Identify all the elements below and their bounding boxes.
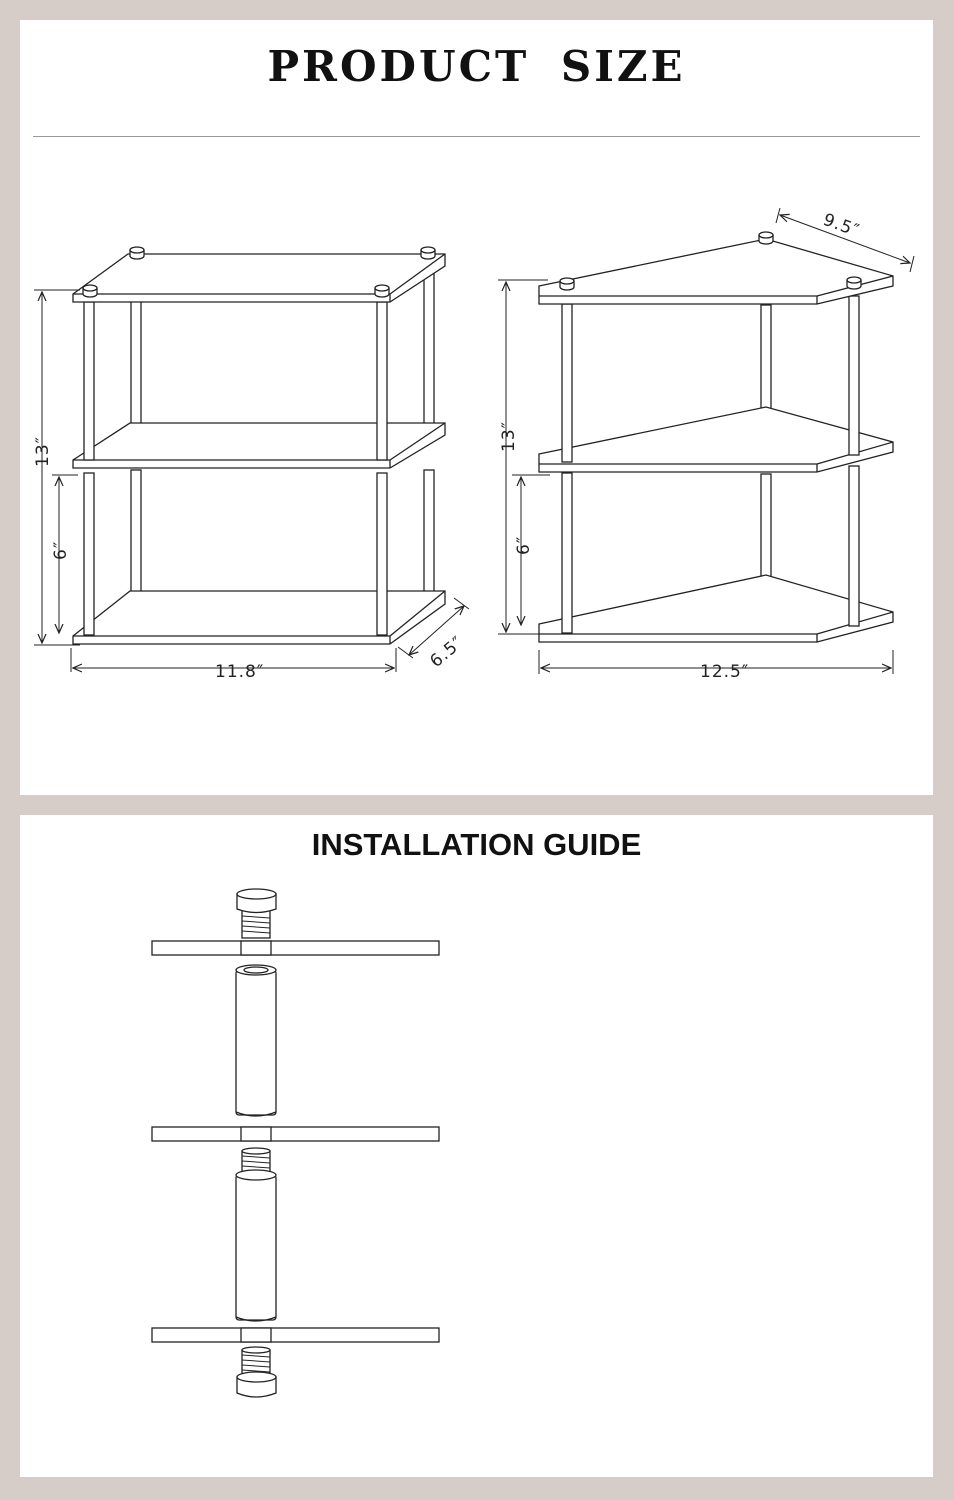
- rectangular-shelf-dimensions: [34, 289, 470, 672]
- top-shelf: [538, 238, 894, 305]
- corner-height-label: 13″: [499, 421, 519, 452]
- bottom-shelf: [72, 590, 446, 645]
- product-size-title: PRODUCT SIZE: [267, 42, 686, 91]
- corner-width-label: 12.5″: [700, 662, 749, 682]
- installation-guide-title: INSTALLATION GUIDE: [311, 827, 642, 862]
- rear-post: [130, 469, 142, 599]
- front-post: [376, 472, 388, 636]
- shelf-board: [151, 940, 440, 956]
- front-post: [561, 303, 573, 463]
- rectangular-shelf-drawing: [72, 246, 446, 645]
- rect-gap-label: 6″: [51, 541, 71, 560]
- threaded-tube: [235, 1147, 277, 1322]
- connector-tube: [235, 964, 277, 1117]
- rear-post: [423, 469, 435, 599]
- corner-gap-label: 6″: [514, 536, 534, 555]
- installation-guide-panel: INSTALLATION GUIDE: [20, 815, 933, 1477]
- bottom-foot-screw: [236, 1346, 277, 1398]
- rear-post: [423, 259, 435, 428]
- front-post: [376, 301, 388, 461]
- front-post: [848, 295, 860, 456]
- rect-width-label: 11.8″: [215, 662, 264, 682]
- rect-height-label: 13″: [33, 436, 53, 467]
- corner-shelf-drawing: [538, 231, 894, 643]
- screw-thread: [241, 909, 271, 939]
- corner-depth-label: 9.5″: [820, 210, 862, 242]
- top-shelf: [72, 253, 446, 303]
- front-post: [83, 301, 95, 461]
- front-post: [83, 472, 95, 636]
- corner-shelf-dimensions: [498, 207, 915, 674]
- bottom-shelf: [538, 574, 894, 643]
- rear-post: [760, 304, 772, 413]
- rect-depth-label: 6.5″: [426, 632, 467, 671]
- installation-exploded-diagram: [151, 888, 440, 1398]
- front-post: [848, 465, 860, 627]
- top-cap-screw: [236, 888, 277, 939]
- shelf-board: [151, 1327, 440, 1343]
- shelf-board: [151, 1126, 440, 1142]
- front-post: [561, 472, 573, 634]
- dimension-diagrams: 13″ 6″ 11.8″ 6.5″: [33, 207, 915, 682]
- product-size-panel: PRODUCT SIZE: [20, 20, 933, 795]
- post-caps: [82, 246, 436, 298]
- middle-shelf: [538, 406, 894, 473]
- title-divider: [33, 136, 920, 137]
- post-caps: [559, 231, 862, 291]
- rear-post: [760, 473, 772, 583]
- middle-shelf: [72, 422, 446, 469]
